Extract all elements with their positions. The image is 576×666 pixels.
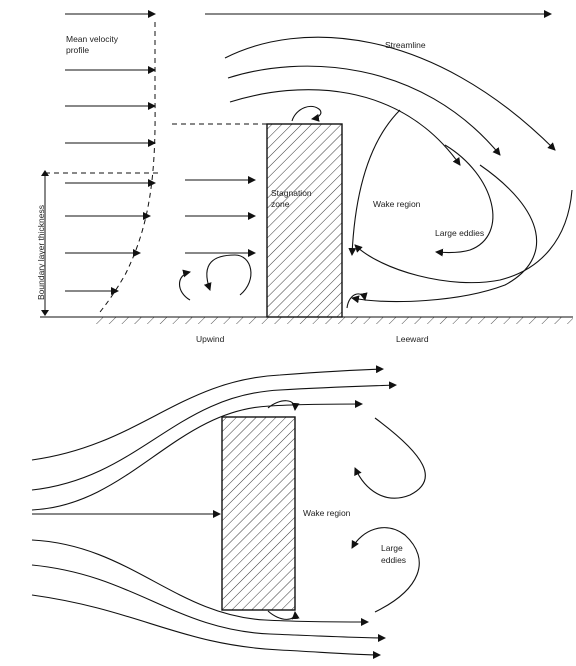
roof-eddy xyxy=(291,105,322,122)
plan-view: Wake region Large eddies xyxy=(31,365,426,659)
streamline-outer xyxy=(224,36,556,151)
plan-large-eddies-label: eddies xyxy=(381,555,406,565)
plan-streamline-top-1 xyxy=(31,365,384,461)
streamline-label: Streamline xyxy=(385,40,426,50)
arrowhead-icon xyxy=(41,170,49,176)
large-eddy-inner xyxy=(435,144,494,257)
arrowhead-icon xyxy=(41,310,49,316)
building-plan xyxy=(221,416,296,611)
plan-streamline-top-3 xyxy=(31,400,363,511)
plan-streamline-bottom-2 xyxy=(31,564,386,642)
large-eddy-outer xyxy=(351,164,538,304)
streamline-inner xyxy=(229,89,461,166)
upwind-vortex-left xyxy=(178,269,191,301)
large-eddy-right xyxy=(354,189,573,284)
large-eddies-label: Large eddies xyxy=(435,228,484,238)
plan-corner-eddy-top xyxy=(267,400,300,411)
plan-corner-eddy-bottom xyxy=(267,610,300,620)
mean-velocity-label: profile xyxy=(66,45,89,55)
plan-streamline-top-2 xyxy=(31,381,397,491)
stagnation-zone-label: Stagnation xyxy=(271,188,312,198)
plan-wake-eddy-upper xyxy=(354,417,426,499)
wake-downdraft xyxy=(348,109,401,256)
ground-hatch xyxy=(95,317,573,324)
plan-wake-eddy-lower xyxy=(351,527,420,613)
velocity-profile-arrows xyxy=(65,66,256,295)
plan-streamline-bottom-3 xyxy=(31,594,381,659)
leeward-label: Leeward xyxy=(396,334,429,344)
boundary-layer-label: Boundary layer thickness xyxy=(36,205,46,300)
plan-large-eddies-label: Large xyxy=(381,543,403,553)
stagnation-zone-label: zone xyxy=(271,199,290,209)
mean-velocity-label: Mean velocity xyxy=(66,34,119,44)
plan-streamline-bottom-1 xyxy=(31,539,369,626)
wake-region-label: Wake region xyxy=(373,199,421,209)
streamline-middle xyxy=(227,65,501,156)
upwind-label: Upwind xyxy=(196,334,225,344)
leeward-ground-eddy xyxy=(346,292,368,309)
velocity-profile-curve xyxy=(99,22,156,313)
upwind-vortex xyxy=(203,254,252,296)
building-side xyxy=(266,123,343,318)
side-view: Mean velocity profile Streamline Stagnat… xyxy=(36,10,573,344)
plan-wake-region-label: Wake region xyxy=(303,508,351,518)
